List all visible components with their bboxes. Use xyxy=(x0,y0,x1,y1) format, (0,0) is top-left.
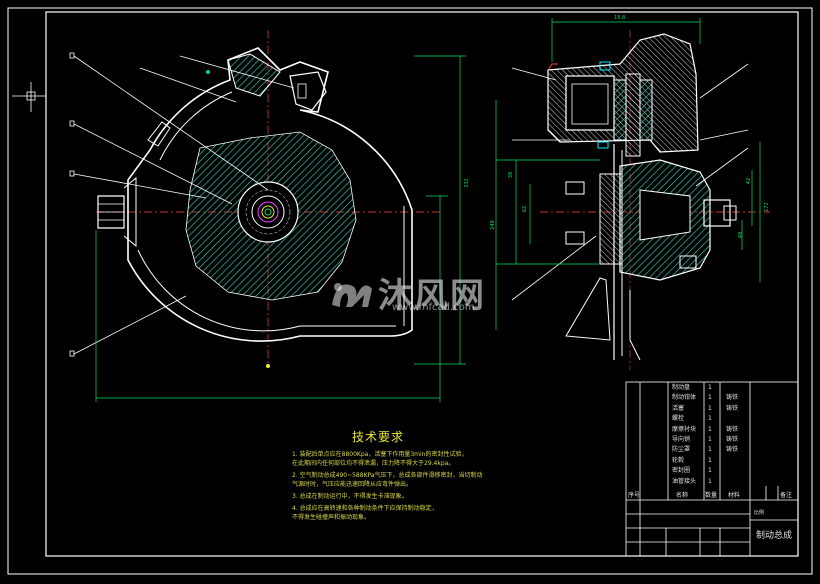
tech-req-item: 2. 空气制动总成490~588KPa气压下，总成各部件滑移密封，当切制动 气源… xyxy=(292,472,483,488)
watermark-url: www.mfcad.com xyxy=(392,302,475,313)
tb-row-qty: 1 xyxy=(708,446,712,454)
tb-row-qty: 1 xyxy=(708,384,712,391)
tb-row-material: 铸铁 xyxy=(726,404,739,412)
tb-row-name: 摩擦衬块 xyxy=(672,425,697,433)
tb-row-name: 导向销 xyxy=(672,436,691,443)
dim-label: 48 xyxy=(738,231,745,239)
tb-row-material: 铸铁 xyxy=(726,436,739,443)
dim-label: 38 xyxy=(508,171,515,179)
tb-row-qty: 1 xyxy=(708,456,712,464)
tb-row-name: 密封圈 xyxy=(672,467,691,475)
tb-row-name: 制动盘 xyxy=(672,384,691,391)
tb-scale: 比例 xyxy=(754,510,765,516)
tb-row-name: 活塞 xyxy=(672,404,685,412)
tb-row-qty: 1 xyxy=(708,436,712,443)
dim-label: 62 xyxy=(522,205,529,213)
tb-row-name: 螺栓 xyxy=(672,415,685,423)
title-block-grid xyxy=(625,381,799,557)
watermark-text: 沐风网 xyxy=(378,276,486,316)
tb-row-qty: 1 xyxy=(708,467,712,475)
tb-row-name: 油管接头 xyxy=(672,477,697,485)
tb-row-name: 轮毂 xyxy=(672,456,685,464)
tb-col-note: 备注 xyxy=(780,492,793,499)
outer-frame xyxy=(7,7,813,575)
tech-req-item: 4. 总成应在高转速和各种制动条件下应保持制动稳定， 不得发生碰撞声和振动现象。 xyxy=(292,505,438,521)
tech-req-item: 3. 总成在制动运行中，不得发生卡滞现象。 xyxy=(292,493,408,500)
tb-row-material: 铸铁 xyxy=(726,394,739,402)
tech-req-item: 1. 装配后单点应在8800Kpa，活塞下作用量3min的密封性试验， 在此期间… xyxy=(292,451,468,467)
tb-row-qty: 1 xyxy=(708,415,712,423)
tb-col-name: 名称 xyxy=(676,492,689,499)
dim-label: 42 xyxy=(746,177,753,185)
dim-label: 172 xyxy=(763,202,770,212)
dim-label: 18.8 xyxy=(614,15,626,21)
dim-label: 248 xyxy=(489,220,496,230)
tech-req-title: 技术要求 xyxy=(352,430,405,444)
tb-row-name: 防尘罩 xyxy=(672,446,691,454)
tb-col-mat: 材料 xyxy=(728,492,741,499)
tb-row-qty: 1 xyxy=(708,477,712,485)
section-view xyxy=(495,18,770,370)
tb-col-seq: 序号 xyxy=(628,492,641,499)
watermark-logo-icon xyxy=(332,282,372,307)
tb-row-qty: 1 xyxy=(708,404,712,412)
tb-col-qty: 数量 xyxy=(705,492,718,499)
tb-row-material: 铸铁 xyxy=(726,446,739,454)
front-view xyxy=(69,30,466,402)
inner-frame xyxy=(45,11,799,557)
tech-req-list: 1. 装配后单点应在8800Kpa，活塞下作用量3min的密封性试验， 在此期间… xyxy=(292,450,622,525)
dim-label: 232 xyxy=(463,178,470,188)
tb-row-material: 铸铁 xyxy=(726,425,739,433)
cad-crosshair-icon xyxy=(12,82,46,112)
tb-row-name: 制动钳体 xyxy=(672,394,697,402)
drawing-name: 制动总成 xyxy=(756,531,793,541)
tb-row-qty: 1 xyxy=(708,425,712,433)
watermark: 沐风网 xyxy=(328,268,486,317)
tb-row-qty: 1 xyxy=(708,394,712,402)
